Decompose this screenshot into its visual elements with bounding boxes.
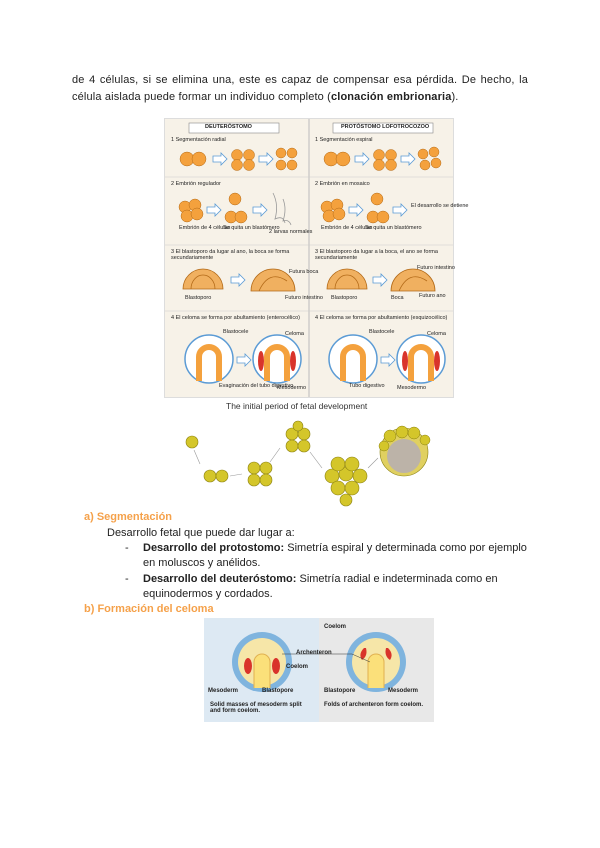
row3-right-label: 3 El blastoporo da lugar a la boca, el a…: [315, 249, 449, 261]
caption-schizocoely: Solid masses of mesoderm split and form …: [210, 702, 314, 714]
blastocyst: [379, 426, 430, 476]
label-archenteron: Archenteron: [296, 650, 332, 656]
label-future-intestine-right: Futuro intestino: [417, 265, 455, 271]
row1-left-label: 1 Segmentación radial: [171, 137, 226, 143]
intro-text: de 4 células, si se elimina una, este es…: [72, 74, 528, 103]
section-a-intro: Desarrollo fetal que puede dar lugar a:: [107, 526, 295, 541]
caption-enterocoely: Folds of archenteron form coelom.: [324, 702, 428, 708]
label-development-stops: El desarrollo se detiene: [411, 203, 468, 209]
bullet-protostome-term: Desarrollo del protostomo:: [143, 542, 284, 554]
coelom-formation-figure: Coelom Archenteron Coelom Mesoderm Blast…: [204, 618, 434, 722]
section-a-heading: a) Segmentación: [84, 511, 172, 523]
label-blastopore-left: Blastoporo: [185, 295, 211, 301]
label-future-intestine-left: Futuro intestino: [285, 295, 323, 301]
intro-bold-term: clonación embrionaria: [331, 91, 452, 103]
label-mesoderm-right: Mesoderm: [388, 688, 418, 694]
protostome-header: PROTÓSTOMO LOFOTROCOZOO: [341, 124, 429, 130]
section-b-heading: b) Formación del celoma: [84, 603, 214, 615]
label-mouth: Boca: [391, 295, 404, 301]
row3-left-label: 3 El blastoporo da lugar al ano, la boca…: [171, 249, 303, 261]
intro-paragraph: de 4 células, si se elimina una, este es…: [72, 72, 528, 106]
label-blastopore-right: Blastopore: [324, 688, 355, 694]
label-coelom-left: Celoma: [285, 331, 304, 337]
row2-left-label: 2 Embrión regulador: [171, 181, 221, 187]
label-mesoderm-left: Mesoderm: [208, 688, 238, 694]
label-coelom-left: Coelom: [286, 664, 308, 670]
bullet-deuterostome: Desarrollo del deuteróstomo: Simetría ra…: [143, 572, 528, 602]
row4-right-label: 4 El celoma se forma por abultamiento (e…: [315, 315, 449, 321]
label-normal-larvae: 2 larvas normales: [269, 229, 312, 235]
morula: [325, 457, 367, 506]
intro-text-end: ).: [451, 91, 458, 103]
row1-right-label: 1 Segmentación espiral: [315, 137, 372, 143]
fetal-development-caption: The initial period of fetal development: [226, 401, 367, 411]
row4-left-label: 4 El celoma se forma por abultamiento (e…: [171, 315, 303, 321]
label-blastocele-left: Blastocele: [223, 329, 248, 335]
label-future-anus: Futuro ano: [419, 293, 446, 299]
label-remove-blastomere-right: Se quita un blastómero: [365, 225, 422, 231]
label-coelom-top: Coelom: [324, 624, 346, 630]
deuterostome-header: DEUTERÓSTOMO: [205, 124, 252, 130]
bullet-dash: -: [125, 572, 129, 587]
label-mesoderm-left: Mesodermo: [277, 385, 306, 391]
label-digestive-tube: Tubo digestivo: [349, 383, 385, 389]
bullet-deuterostome-term: Desarrollo del deuteróstomo:: [143, 573, 296, 585]
label-blastocele-right: Blastocele: [369, 329, 394, 335]
label-coelom-right: Celoma: [427, 331, 446, 337]
deuterostome-protostome-figure: DEUTERÓSTOMO PROTÓSTOMO LOFOTROCOZOO 1 S…: [164, 118, 454, 398]
bullet-dash: -: [125, 541, 129, 556]
early-cleavage-diagram: [172, 412, 440, 512]
row2-right-label: 2 Embrión en mosaico: [315, 181, 370, 187]
label-mesoderm-right: Mesodermo: [397, 385, 426, 391]
label-future-mouth: Futura boca: [289, 269, 318, 275]
label-blastopore-right: Blastoporo: [331, 295, 357, 301]
label-blastopore-left: Blastopore: [262, 688, 293, 694]
bullet-protostome: Desarrollo del protostomo: Simetría espi…: [143, 541, 528, 571]
